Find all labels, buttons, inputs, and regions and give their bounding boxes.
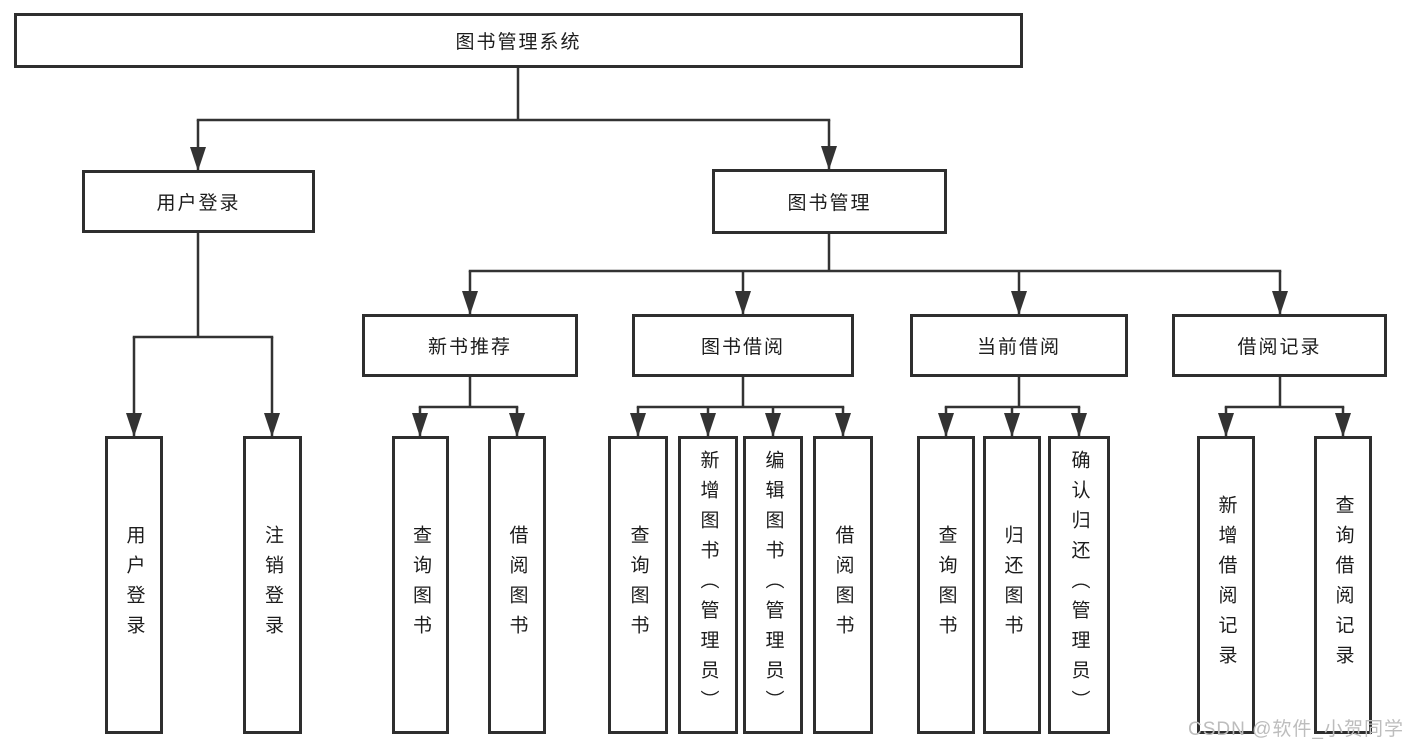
node-book-management: 图书管理 — [712, 169, 947, 234]
leaf-borrow-query-book: 查询图书 — [608, 436, 668, 734]
node-current-borrow: 当前借阅 — [910, 314, 1128, 377]
leaf-recommend-query-book: 查询图书 — [392, 436, 449, 734]
leaf-current-query-book: 查询图书 — [917, 436, 975, 734]
node-root-system: 图书管理系统 — [14, 13, 1023, 68]
leaf-borrow-book: 借阅图书 — [813, 436, 873, 734]
leaf-edit-book-admin: 编辑图书（管理员） — [743, 436, 803, 734]
node-book-borrow: 图书借阅 — [632, 314, 854, 377]
leaf-logout: 注销登录 — [243, 436, 302, 734]
leaf-query-borrow-record: 查询借阅记录 — [1314, 436, 1372, 734]
csdn-watermark: CSDN @软件_小贺同学 — [1188, 719, 1404, 740]
node-new-book-recommend: 新书推荐 — [362, 314, 578, 377]
leaf-add-borrow-record: 新增借阅记录 — [1197, 436, 1255, 734]
leaf-return-book: 归还图书 — [983, 436, 1041, 734]
leaf-add-book-admin: 新增图书（管理员） — [678, 436, 738, 734]
leaf-user-login: 用户登录 — [105, 436, 163, 734]
leaf-recommend-borrow-book: 借阅图书 — [488, 436, 546, 734]
leaf-confirm-return-admin: 确认归还（管理员） — [1048, 436, 1110, 734]
node-user-login: 用户登录 — [82, 170, 315, 233]
node-borrow-records: 借阅记录 — [1172, 314, 1387, 377]
